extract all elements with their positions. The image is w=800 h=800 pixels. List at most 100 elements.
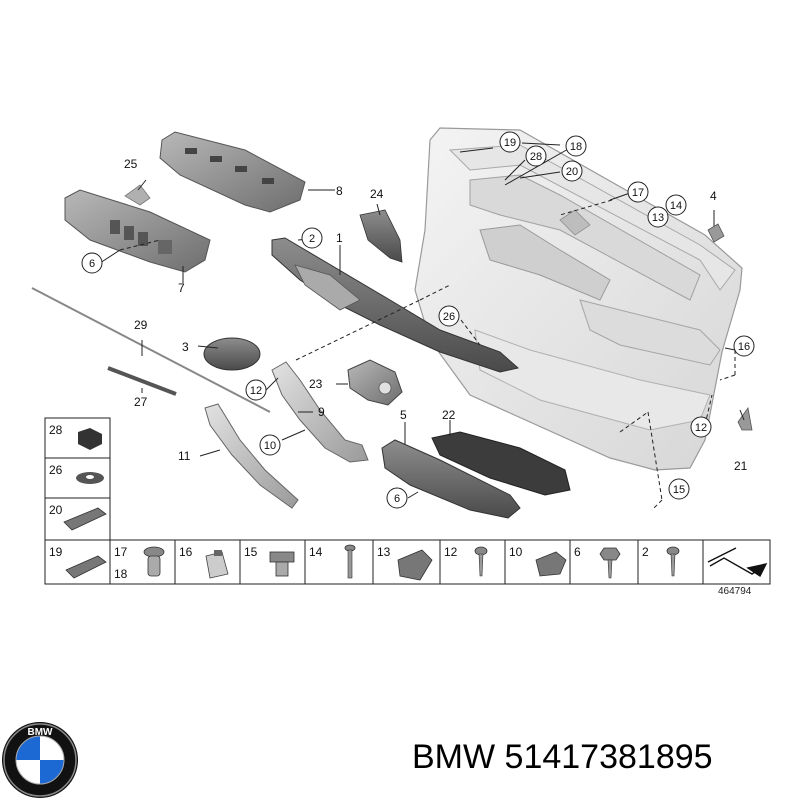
svg-text:14: 14	[670, 200, 682, 212]
part-3-speaker-cover	[203, 337, 261, 371]
callout-1: 1	[336, 231, 343, 245]
svg-text:26: 26	[49, 463, 63, 477]
part-23-handle-bowl	[347, 359, 403, 406]
callout-22: 22	[442, 408, 456, 422]
svg-text:15: 15	[673, 484, 685, 496]
svg-text:28: 28	[530, 151, 542, 163]
callout-8: 8	[336, 184, 343, 198]
svg-text:2: 2	[642, 545, 649, 559]
svg-text:13: 13	[652, 212, 664, 224]
svg-text:17: 17	[632, 187, 644, 199]
svg-text:2: 2	[309, 233, 315, 245]
callout-circle-10	[259, 434, 281, 456]
parts-table-left: 28 26 20	[44, 417, 111, 541]
tapping-screw-icon	[474, 546, 488, 577]
svg-text:16: 16	[738, 341, 750, 353]
callout-circle-17	[627, 181, 649, 203]
spring-clip-icon	[535, 551, 567, 577]
part-1-armrest-trim	[271, 237, 520, 373]
svg-text:10: 10	[509, 545, 523, 559]
screw-icon	[344, 544, 356, 579]
svg-text:20: 20	[566, 166, 578, 178]
callout-24: 24	[370, 187, 384, 201]
callout-circle-12b	[690, 416, 712, 438]
parts-table-bottom: 19 17 18 16 15 14 13 12 10 6 2	[44, 539, 771, 585]
part-11-pull-strip	[204, 403, 299, 509]
callout-7: 7	[178, 281, 185, 295]
svg-text:12: 12	[695, 422, 707, 434]
part-29-rod	[31, 287, 271, 413]
part-25-cover	[124, 184, 151, 206]
part-4-clip	[707, 223, 725, 243]
callout-circle-28	[525, 145, 547, 167]
part-22-pocket	[431, 431, 571, 496]
push-rivet-icon	[143, 546, 165, 577]
callout-29: 29	[134, 318, 148, 332]
callout-circle-16	[733, 335, 755, 357]
callout-circle-2	[301, 227, 323, 249]
svg-text:10: 10	[264, 440, 276, 452]
svg-text:12: 12	[444, 545, 458, 559]
hex-screw-icon	[599, 547, 621, 579]
svg-text:18: 18	[114, 567, 128, 581]
callout-circle-26	[438, 305, 460, 327]
part-27-strip	[107, 366, 177, 396]
circled-callouts	[81, 131, 755, 509]
svg-text:26: 26	[443, 311, 455, 323]
svg-text:13: 13	[377, 545, 391, 559]
door-trim-panel	[414, 127, 743, 471]
arrow-symbol-icon	[707, 547, 768, 578]
part-5-armrest-pad	[381, 439, 521, 519]
dashed-leaders	[119, 199, 736, 511]
callout-4: 4	[710, 189, 717, 203]
callout-circle-6b	[386, 487, 408, 509]
svg-text:6: 6	[574, 545, 581, 559]
brand-part-number: BMW 51417381895	[412, 738, 713, 777]
callout-21: 21	[734, 459, 748, 473]
svg-text:18: 18	[570, 141, 582, 153]
svg-text:28: 28	[49, 423, 63, 437]
table-cell-26	[44, 457, 111, 499]
callout-5: 5	[400, 408, 407, 422]
callout-circle-13	[647, 206, 669, 228]
callout-circle-15	[668, 478, 690, 500]
callout-circle-20	[561, 160, 583, 182]
svg-text:6: 6	[394, 493, 400, 505]
pan-screw-icon	[666, 546, 680, 577]
svg-text:19: 19	[504, 137, 516, 149]
svg-text:15: 15	[244, 545, 258, 559]
svg-text:6: 6	[89, 258, 95, 270]
retainer-clip-icon	[397, 549, 433, 581]
bracket-icon	[63, 507, 107, 531]
part-8-trim	[159, 131, 306, 213]
svg-text:20: 20	[49, 503, 63, 517]
callout-9: 9	[318, 405, 325, 419]
hex-nut-icon	[78, 428, 102, 450]
callout-23: 23	[309, 377, 323, 391]
bmw-logo: BMW	[2, 722, 78, 798]
callout-circle-18	[565, 135, 587, 157]
part-9-grab-handle	[271, 361, 369, 463]
callout-3: 3	[182, 340, 189, 354]
svg-text:BMW: BMW	[28, 727, 54, 738]
svg-text:17: 17	[114, 545, 128, 559]
figure-reference: 464794	[718, 586, 752, 597]
callout-11: 11	[178, 449, 191, 463]
expansion-nut-icon	[205, 550, 229, 579]
part-21-clip	[737, 406, 753, 431]
svg-text:14: 14	[309, 545, 323, 559]
callout-circle-19	[499, 131, 521, 153]
callout-25: 25	[124, 157, 138, 171]
clip-nut-icon	[269, 551, 295, 577]
svg-text:12: 12	[250, 385, 262, 397]
part-24-trim	[359, 209, 403, 263]
circled-callout-labels: 19 18 28 20 17 14 13 2 6 26 16 12 12 10 …	[89, 137, 750, 505]
plain-callouts: 25 8 24 4 1 7 29 3 23 27 9 5 22 11 21	[124, 157, 748, 473]
brand-name: BMW	[412, 738, 496, 776]
callout-circle-12a	[245, 379, 267, 401]
svg-text:19: 19	[49, 545, 63, 559]
part-number: 51417381895	[504, 738, 713, 776]
callout-circle-6a	[81, 252, 103, 274]
callout-circle-14	[665, 194, 687, 216]
